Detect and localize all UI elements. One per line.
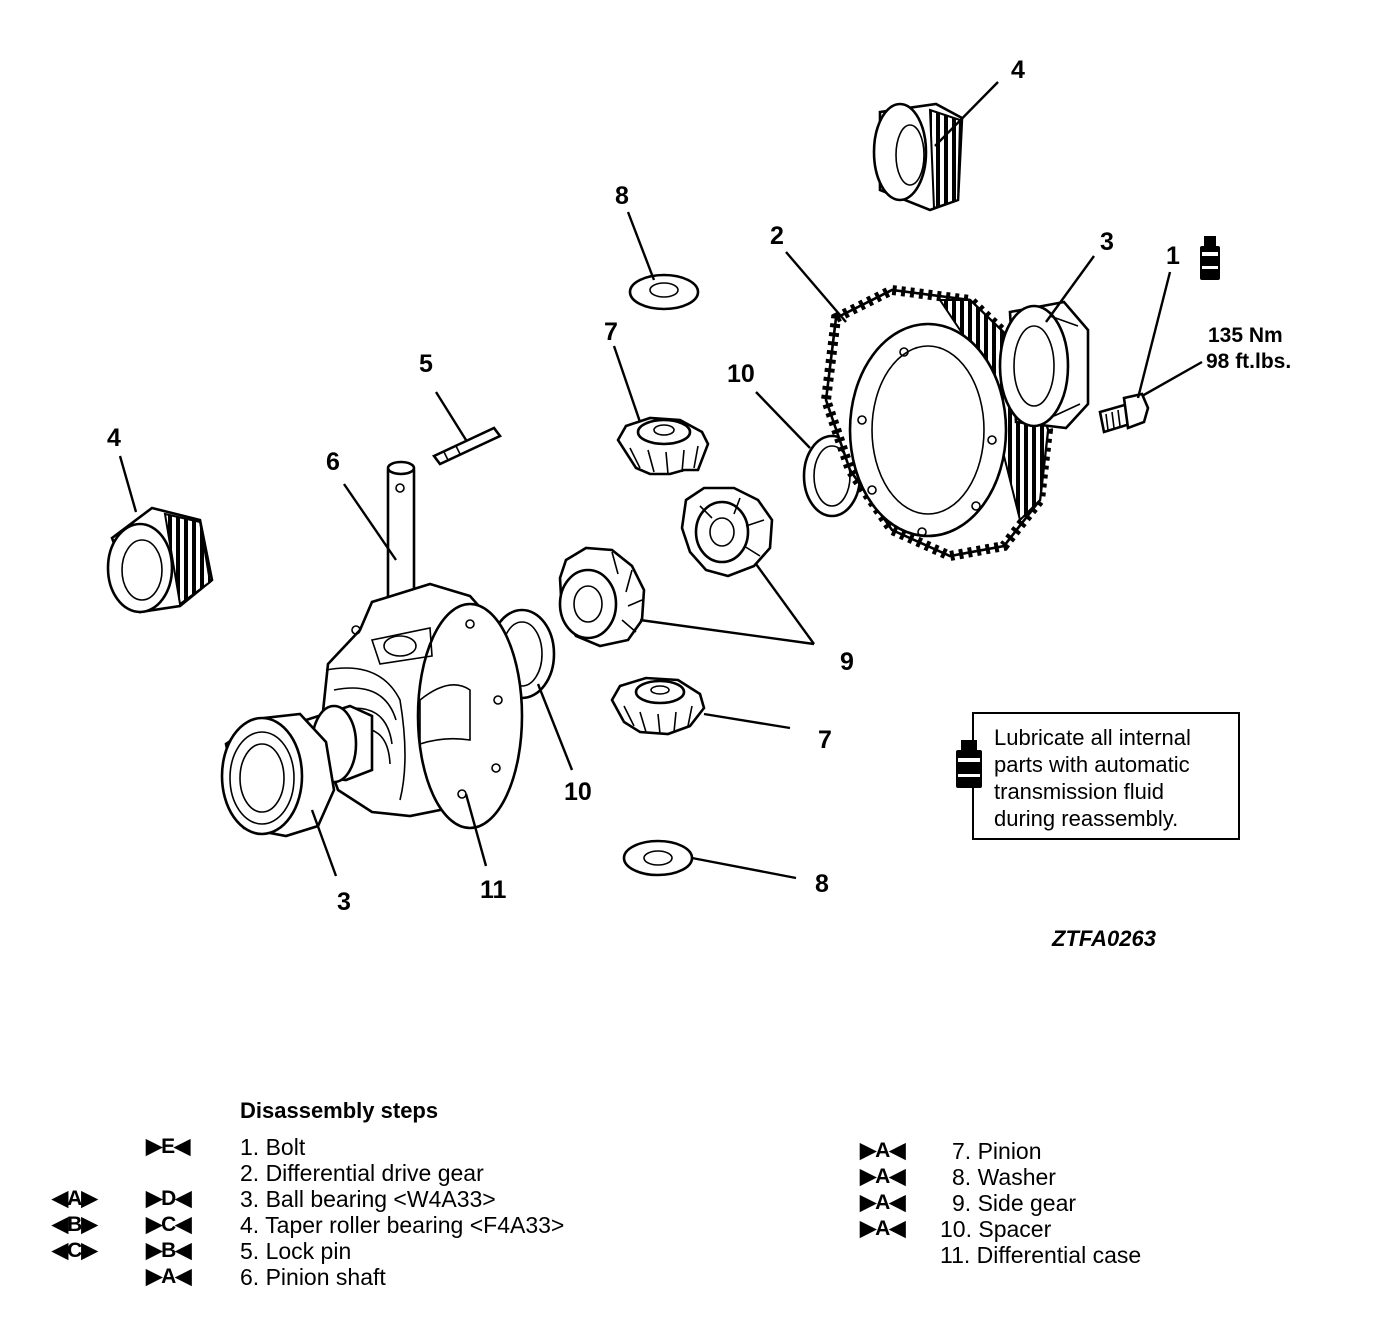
oil-can-icon	[1200, 236, 1220, 280]
lubrication-note-text: Lubricate all internal parts with automa…	[994, 724, 1191, 832]
step-mark-primary: ◀A▶	[52, 1187, 97, 1210]
step-text: 4. Taper roller bearing <F4A33>	[240, 1212, 565, 1238]
figure-code: ZTFA0263	[1051, 926, 1156, 951]
callout-4-left: 4	[107, 424, 121, 452]
callout-10-bottom: 10	[564, 778, 592, 806]
differential-drive-gear	[820, 284, 1054, 562]
step-mark-primary: ◀B▶	[52, 1213, 97, 1236]
bolt	[1098, 392, 1150, 434]
ball-bearing-bottom	[220, 712, 336, 838]
pinion-bottom	[610, 676, 706, 736]
step-mark-secondary: ▶C◀	[146, 1213, 191, 1236]
callout-3-top: 3	[1100, 228, 1114, 256]
callout-4-top: 4	[1011, 56, 1025, 84]
side-gear-right	[680, 486, 774, 578]
step-text: 8. Washer	[952, 1164, 1056, 1190]
step-row: ▶A◀ 9. Side gear	[858, 1190, 1278, 1216]
step-row: ◀A▶ ▶D◀ 3. Ball bearing <W4A33>	[0, 1186, 700, 1212]
step-text: 2. Differential drive gear	[240, 1160, 484, 1186]
step-mark: ▶A◀	[860, 1217, 905, 1240]
side-gear-left	[558, 546, 646, 648]
taper-roller-bearing-top	[872, 102, 964, 212]
step-row: ▶A◀ 8. Washer	[858, 1164, 1278, 1190]
step-row: 11. Differential case	[858, 1242, 1278, 1268]
washer-bottom	[622, 839, 694, 877]
callout-7-bottom: 7	[818, 726, 832, 754]
pinion-shaft	[386, 460, 416, 618]
washer-top	[628, 273, 700, 311]
callout-3-bottom: 3	[337, 888, 351, 916]
step-mark: ▶A◀	[860, 1191, 905, 1214]
callout-11: 11	[480, 876, 507, 904]
step-row: ▶A◀ 10. Spacer	[858, 1216, 1278, 1242]
step-text: 5. Lock pin	[240, 1238, 352, 1264]
torque-nm: 135 Nm	[1208, 324, 1283, 347]
step-row: ▶E◀ 1. Bolt	[0, 1134, 700, 1160]
steps-list-left: ▶E◀ 1. Bolt 2. Differential drive gear ◀…	[0, 1134, 700, 1290]
step-row: 2. Differential drive gear	[0, 1160, 700, 1186]
callout-5: 5	[419, 350, 433, 378]
step-text: 7. Pinion	[952, 1138, 1042, 1164]
pinion-top	[616, 416, 710, 476]
callout-2: 2	[770, 222, 784, 250]
steps-title: Disassembly steps	[240, 1098, 439, 1123]
step-row: ▶A◀ 7. Pinion	[858, 1138, 1278, 1164]
ball-bearing-top	[998, 300, 1090, 430]
callout-8-bottom: 8	[815, 870, 829, 898]
step-row: ◀C▶ ▶B◀ 5. Lock pin	[0, 1238, 700, 1264]
step-text: 3. Ball bearing <W4A33>	[240, 1186, 496, 1212]
differential-case	[304, 582, 524, 830]
step-text: 11. Differential case	[940, 1242, 1142, 1268]
oil-can-icon	[956, 740, 982, 788]
note-line-4: during reassembly.	[994, 806, 1179, 831]
step-text: 9. Side gear	[952, 1190, 1077, 1216]
step-mark-primary: ◀C▶	[52, 1239, 97, 1262]
callout-7-top: 7	[604, 318, 618, 346]
step-text: 6. Pinion shaft	[240, 1264, 386, 1290]
step-text: 10. Spacer	[940, 1216, 1052, 1242]
step-mark: ▶A◀	[860, 1139, 905, 1162]
callout-1: 1	[1166, 242, 1180, 270]
steps-list-right: ▶A◀ 7. Pinion ▶A◀ 8. Washer ▶A◀ 9. Side …	[858, 1138, 1278, 1268]
note-line-2: parts with automatic	[994, 752, 1190, 777]
torque-ftlbs: 98 ft.lbs.	[1206, 350, 1291, 373]
callout-10-right: 10	[727, 360, 755, 388]
step-mark-secondary: ▶A◀	[146, 1265, 191, 1288]
step-row: ▶A◀ 6. Pinion shaft	[0, 1264, 700, 1290]
callout-9: 9	[840, 648, 854, 676]
note-line-3: transmission fluid	[994, 779, 1164, 804]
step-mark: ▶A◀	[860, 1165, 905, 1188]
callout-8-top: 8	[615, 182, 629, 210]
step-text: 1. Bolt	[240, 1134, 306, 1160]
step-mark-secondary: ▶E◀	[146, 1135, 190, 1158]
taper-roller-bearing-left	[106, 506, 214, 614]
callout-6: 6	[326, 448, 340, 476]
step-mark-secondary: ▶B◀	[146, 1239, 191, 1262]
lock-pin	[431, 426, 503, 466]
note-line-1: Lubricate all internal	[994, 725, 1191, 750]
step-row: ◀B▶ ▶C◀ 4. Taper roller bearing <F4A33>	[0, 1212, 700, 1238]
step-mark-secondary: ▶D◀	[146, 1187, 191, 1210]
